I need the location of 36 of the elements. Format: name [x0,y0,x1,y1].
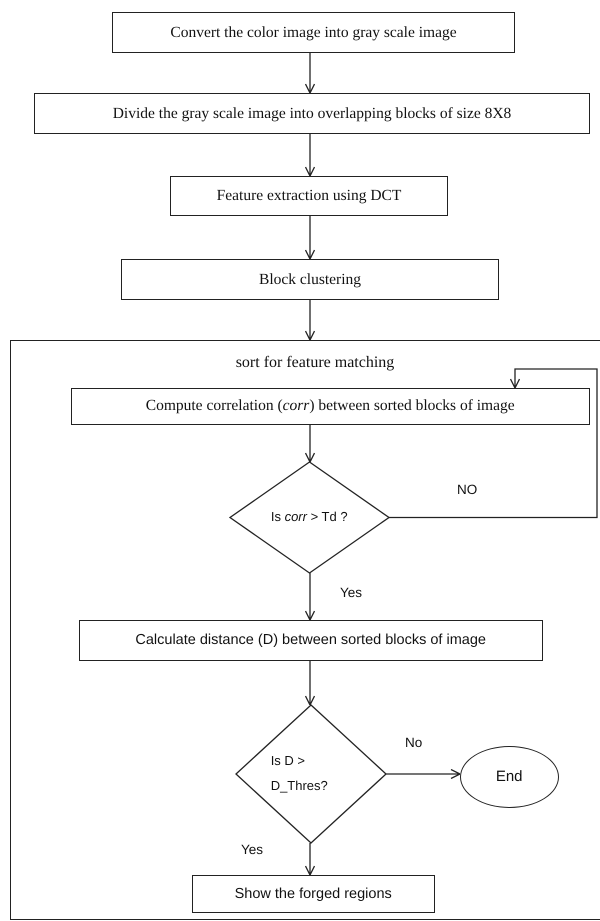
process-box [121,259,499,300]
arrow [386,768,461,780]
step-text: End [496,768,523,786]
arrow [304,216,316,260]
decision-text: Is D > D_Thres? [270,752,329,795]
step-text: Feature extraction using DCT [216,187,402,205]
edge-label: Yes [339,585,364,600]
edge-label: No [404,735,424,750]
arrow [389,368,598,518]
step-text: Block clustering [258,270,362,288]
step-text: Show the forged regions [234,886,392,902]
group-heading: sort for feature matching [236,354,394,372]
arrow [304,300,316,341]
arrow [304,425,316,463]
arrow [304,661,316,706]
step-text: Calculate distance (D) between sorted blocks of image [135,632,486,648]
step-text: Divide the gray scale image into overlapping blocks of size 8X8 [112,104,512,122]
process-box [70,388,590,425]
edge-label: Yes [240,842,264,857]
step-text: Convert the color image into gray scale image [170,24,457,42]
arrow [304,53,316,94]
process-box [170,176,448,216]
process-box [34,93,590,134]
edge-label: NO [456,482,478,497]
decision-diamond [236,704,386,843]
arrow [304,573,316,621]
process-box [112,12,515,53]
arrow [304,134,316,177]
process-box [192,874,435,913]
decision-diamond [230,462,389,573]
group-box [10,340,600,920]
decision-text: Is corr > Td ? [270,508,348,526]
step-text: Compute correlation (corr) between sorted blocks of image [146,397,515,416]
terminal-ellipse [460,746,559,808]
process-box [78,620,543,661]
arrow [304,843,316,876]
